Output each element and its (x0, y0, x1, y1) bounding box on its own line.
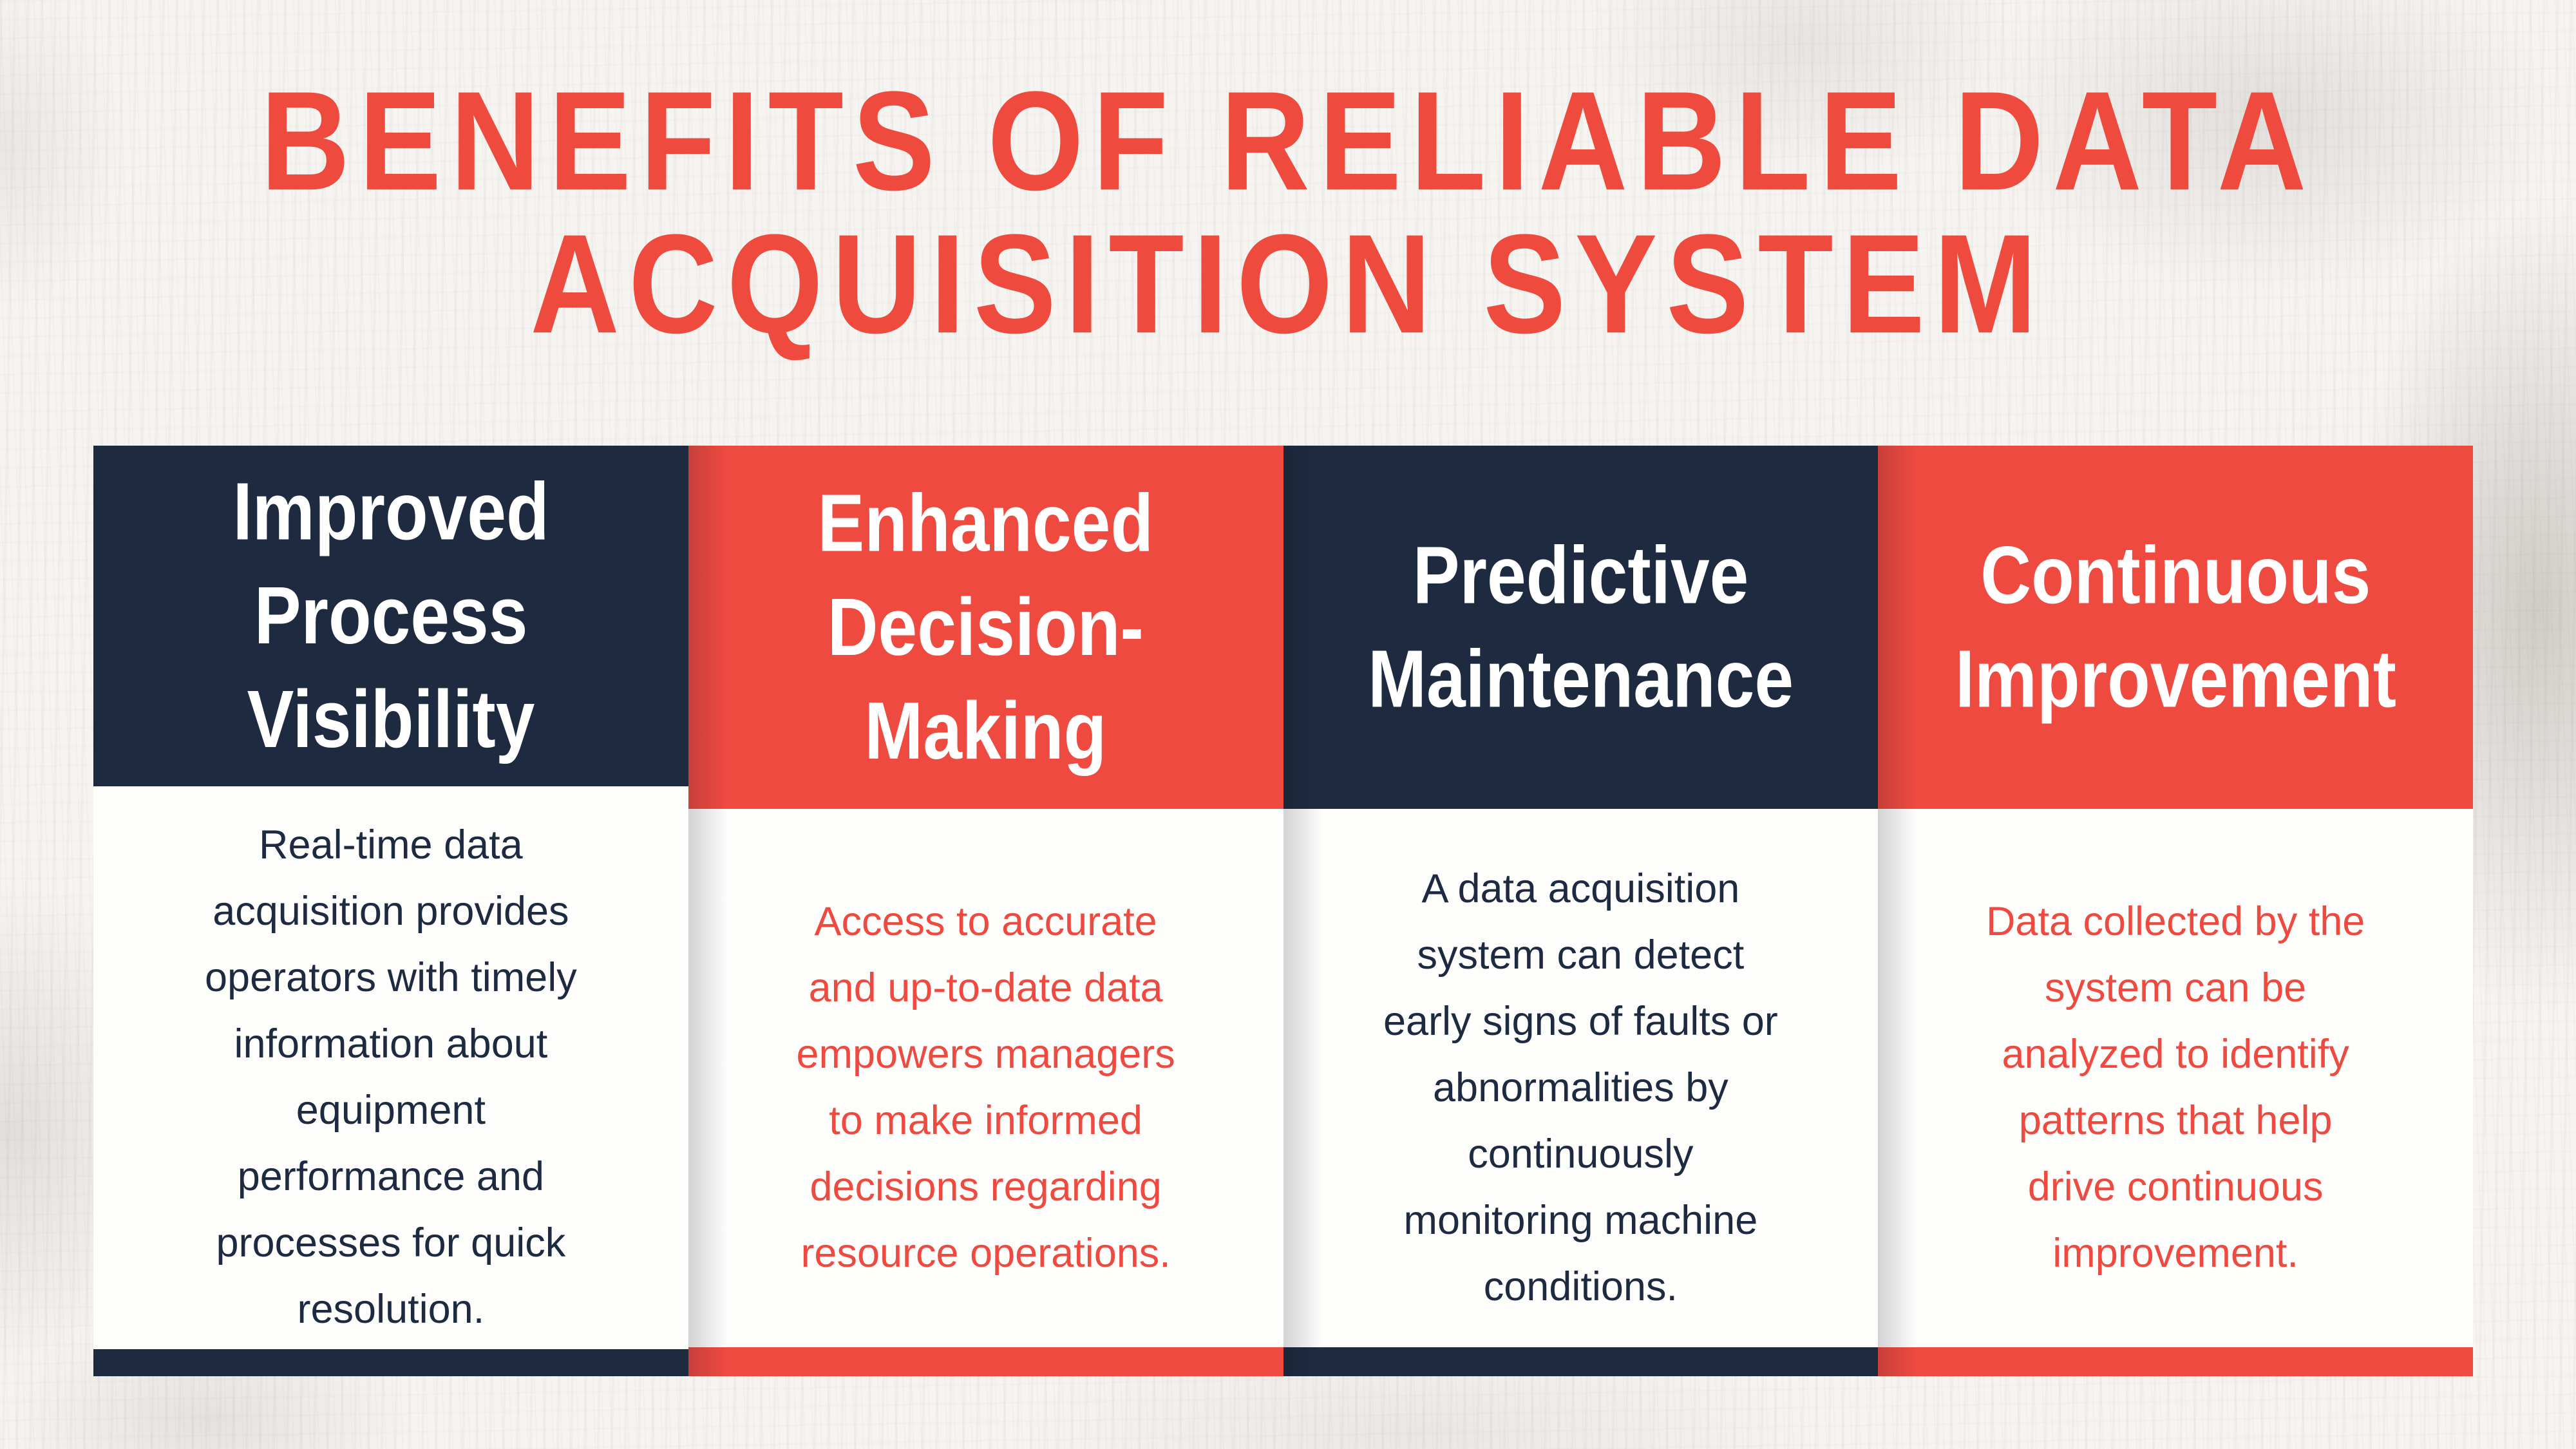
card-body-text: Real-time data acquisition provides oper… (205, 822, 577, 1332)
card-title-line: Improved (232, 466, 549, 558)
card-predictive-maintenance: Predictive Maintenance A data acquisitio… (1283, 446, 1879, 1376)
card-body: Real-time data acquisition provides oper… (93, 786, 688, 1349)
card-accent-bar (1878, 1347, 2473, 1376)
card-title-line: Continuous (1980, 530, 2371, 621)
card-title: Predictive Maintenance (1368, 524, 1794, 731)
card-title-line: Decision- (828, 582, 1144, 673)
card-accent-bar (688, 1347, 1283, 1376)
card-enhanced-decision-making: Enhanced Decision- Making Access to accu… (688, 446, 1283, 1376)
card-title-line: Maintenance (1367, 634, 1794, 724)
card-body: A data acquisition system can detect ear… (1283, 809, 1879, 1347)
card-header: Predictive Maintenance (1283, 446, 1879, 809)
card-title-line: Predictive (1412, 530, 1749, 621)
card-title-line: Visibility (247, 674, 535, 765)
card-title: Improved Process Visibility (232, 460, 549, 772)
card-header: Enhanced Decision- Making (688, 446, 1283, 809)
card-title-line: Making (864, 685, 1107, 777)
card-header: Continuous Improvement (1878, 446, 2473, 809)
card-title-line: Improvement (1955, 634, 2396, 724)
card-accent-bar (1283, 1347, 1879, 1376)
benefit-cards-row: Improved Process Visibility Real-time da… (93, 446, 2473, 1376)
card-accent-bar (93, 1349, 688, 1376)
card-body-text: A data acquisition system can detect ear… (1383, 866, 1778, 1309)
card-title-line: Process (254, 571, 528, 661)
title-line-1: BENEFITS OF RELIABLE DATA (260, 61, 2316, 220)
card-header: Improved Process Visibility (93, 446, 688, 786)
title-line-2: ACQUISITION SYSTEM (530, 204, 2046, 363)
card-body-text: Data collected by the system can be anal… (1985, 899, 2365, 1276)
card-improved-process-visibility: Improved Process Visibility Real-time da… (93, 446, 688, 1376)
card-title-line: Enhanced (817, 478, 1154, 569)
poster-title: BENEFITS OF RELIABLE DATA ACQUISITION SY… (0, 0, 2576, 363)
card-body: Data collected by the system can be anal… (1878, 809, 2473, 1347)
card-body: Access to accurate and up-to-date data e… (688, 809, 1283, 1347)
card-body-text: Access to accurate and up-to-date data e… (796, 899, 1175, 1276)
card-title: Continuous Improvement (1955, 524, 2396, 731)
card-continuous-improvement: Continuous Improvement Data collected by… (1878, 446, 2473, 1376)
card-title: Enhanced Decision- Making (818, 471, 1153, 782)
